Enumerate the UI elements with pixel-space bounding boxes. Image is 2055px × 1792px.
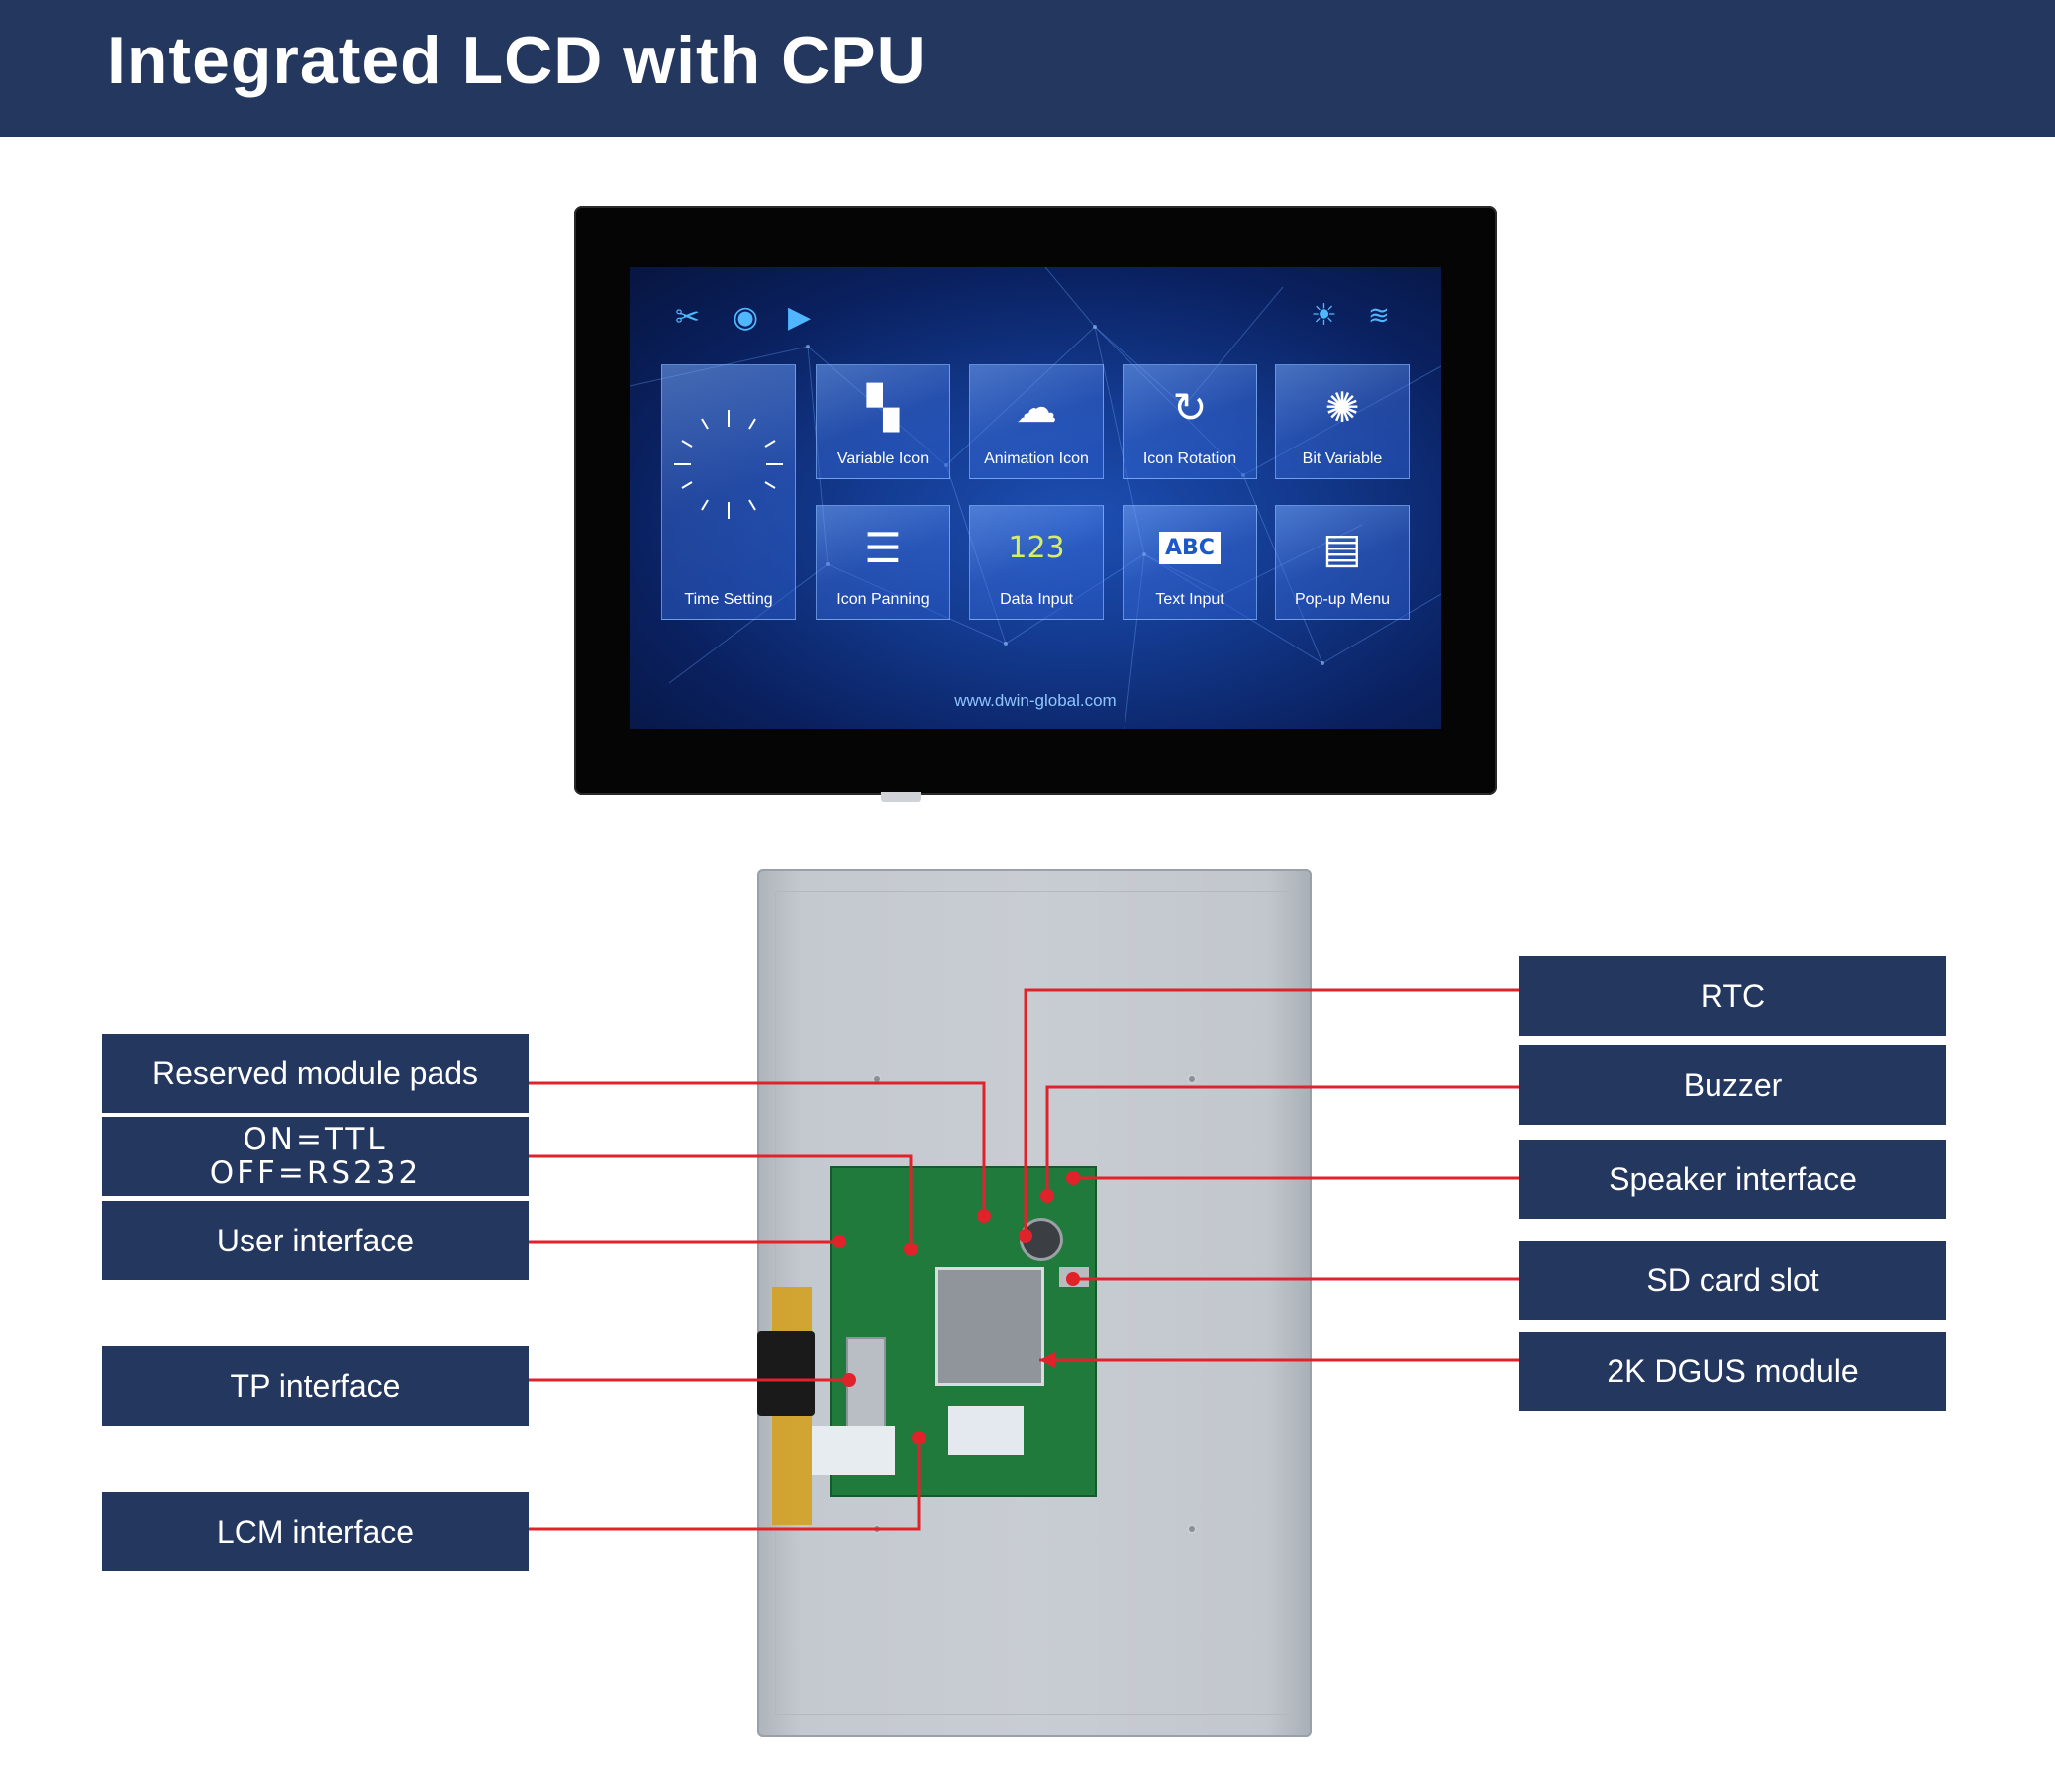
tile-label: Bit Variable xyxy=(1302,450,1383,467)
tile-label: Time Setting xyxy=(684,591,773,608)
brightness-icon[interactable]: ☀ xyxy=(1311,298,1337,333)
callout-text: Reserved module pads xyxy=(151,1054,479,1091)
callout-reserved-module-pads: Reserved module pads xyxy=(102,1034,529,1113)
tile-data-input[interactable]: 123 Data Input xyxy=(969,505,1104,620)
wifi-icon[interactable]: ≋ xyxy=(1368,301,1390,331)
lcm-flex-cable xyxy=(948,1406,1024,1455)
callout-buzzer: Buzzer xyxy=(1519,1045,1946,1125)
callout-2k-dgus-module: 2K DGUS module xyxy=(1519,1332,1946,1411)
callout-text: 2K DGUS module xyxy=(1607,1352,1859,1389)
callout-text: TP interface xyxy=(230,1367,401,1404)
callout-text: SD card slot xyxy=(1646,1261,1819,1298)
lcd-screen: ✂ ◉ ▶ ☀ ≋ Time Setting ▚ Variable Icon ☁… xyxy=(630,267,1441,729)
callout-user-interface: User interface xyxy=(102,1201,529,1280)
callout-text: LCM interface xyxy=(216,1513,415,1549)
callout-rtc: RTC xyxy=(1519,956,1946,1036)
tile-label: Pop-up Menu xyxy=(1294,591,1391,608)
tile-label: Data Input xyxy=(1000,591,1073,608)
website-url: www.dwin-global.com xyxy=(954,691,1117,710)
play-icon[interactable]: ▶ xyxy=(788,300,812,335)
page-title: Integrated LCD with CPU xyxy=(107,23,927,98)
callout-lcm-interface: LCM interface xyxy=(102,1492,529,1571)
tools-icon[interactable]: ✂ xyxy=(675,300,701,335)
callout-tp-interface: TP interface xyxy=(102,1346,529,1426)
screw xyxy=(1186,1073,1198,1085)
abc-icon: ABC xyxy=(1124,524,1256,573)
header-bar: Integrated LCD with CPU xyxy=(0,0,2055,137)
rotate-icon: ↻ xyxy=(1172,383,1208,432)
grid-icon: ▚ xyxy=(866,383,900,432)
clock-icon xyxy=(674,410,783,519)
tile-text-input[interactable]: ABC Text Input xyxy=(1123,505,1257,620)
callout-speaker-interface: Speaker interface xyxy=(1519,1140,1946,1219)
menu-icon: ▤ xyxy=(1322,524,1362,572)
callout-text: User interface xyxy=(216,1222,415,1258)
tile-label: Text Input xyxy=(1155,591,1224,608)
tile-label: Icon Panning xyxy=(836,591,930,608)
callout-text: Speaker interface xyxy=(1609,1160,1857,1197)
flex-cable xyxy=(812,1426,895,1475)
bulb-icon: ✺ xyxy=(1324,383,1360,432)
tile-label: Icon Rotation xyxy=(1142,450,1237,467)
callout-sd-card-slot: SD card slot xyxy=(1519,1241,1946,1320)
callout-text-line1: ON=TTL xyxy=(243,1122,388,1157)
tile-variable-icon[interactable]: ▚ Variable Icon xyxy=(816,364,950,479)
tp-cable xyxy=(757,1331,815,1416)
screw xyxy=(1186,1523,1198,1535)
callout-text: Buzzer xyxy=(1683,1066,1783,1103)
numbers-icon: 123 xyxy=(1008,531,1065,565)
dgus-module-chip xyxy=(935,1267,1044,1386)
callout-ttl-rs232-switch: ON=TTL OFF=RS232 xyxy=(102,1117,529,1196)
sliders-icon: ☰ xyxy=(864,524,902,572)
device-tab xyxy=(881,792,921,802)
camera-icon[interactable]: ◉ xyxy=(733,300,759,335)
tile-icon-panning[interactable]: ☰ Icon Panning xyxy=(816,505,950,620)
callout-text: RTC xyxy=(1700,977,1766,1014)
tile-label: Variable Icon xyxy=(836,450,930,467)
tile-animation-icon[interactable]: ☁ Animation Icon xyxy=(969,364,1104,479)
tile-time-setting[interactable]: Time Setting xyxy=(661,364,796,620)
cloud-icon: ☁ xyxy=(1016,383,1057,432)
tile-icon-rotation[interactable]: ↻ Icon Rotation xyxy=(1123,364,1257,479)
tile-popup-menu[interactable]: ▤ Pop-up Menu xyxy=(1275,505,1410,620)
callout-text-line2: OFF=RS232 xyxy=(209,1155,422,1191)
tile-bit-variable[interactable]: ✺ Bit Variable xyxy=(1275,364,1410,479)
tile-label: Animation Icon xyxy=(984,450,1089,467)
